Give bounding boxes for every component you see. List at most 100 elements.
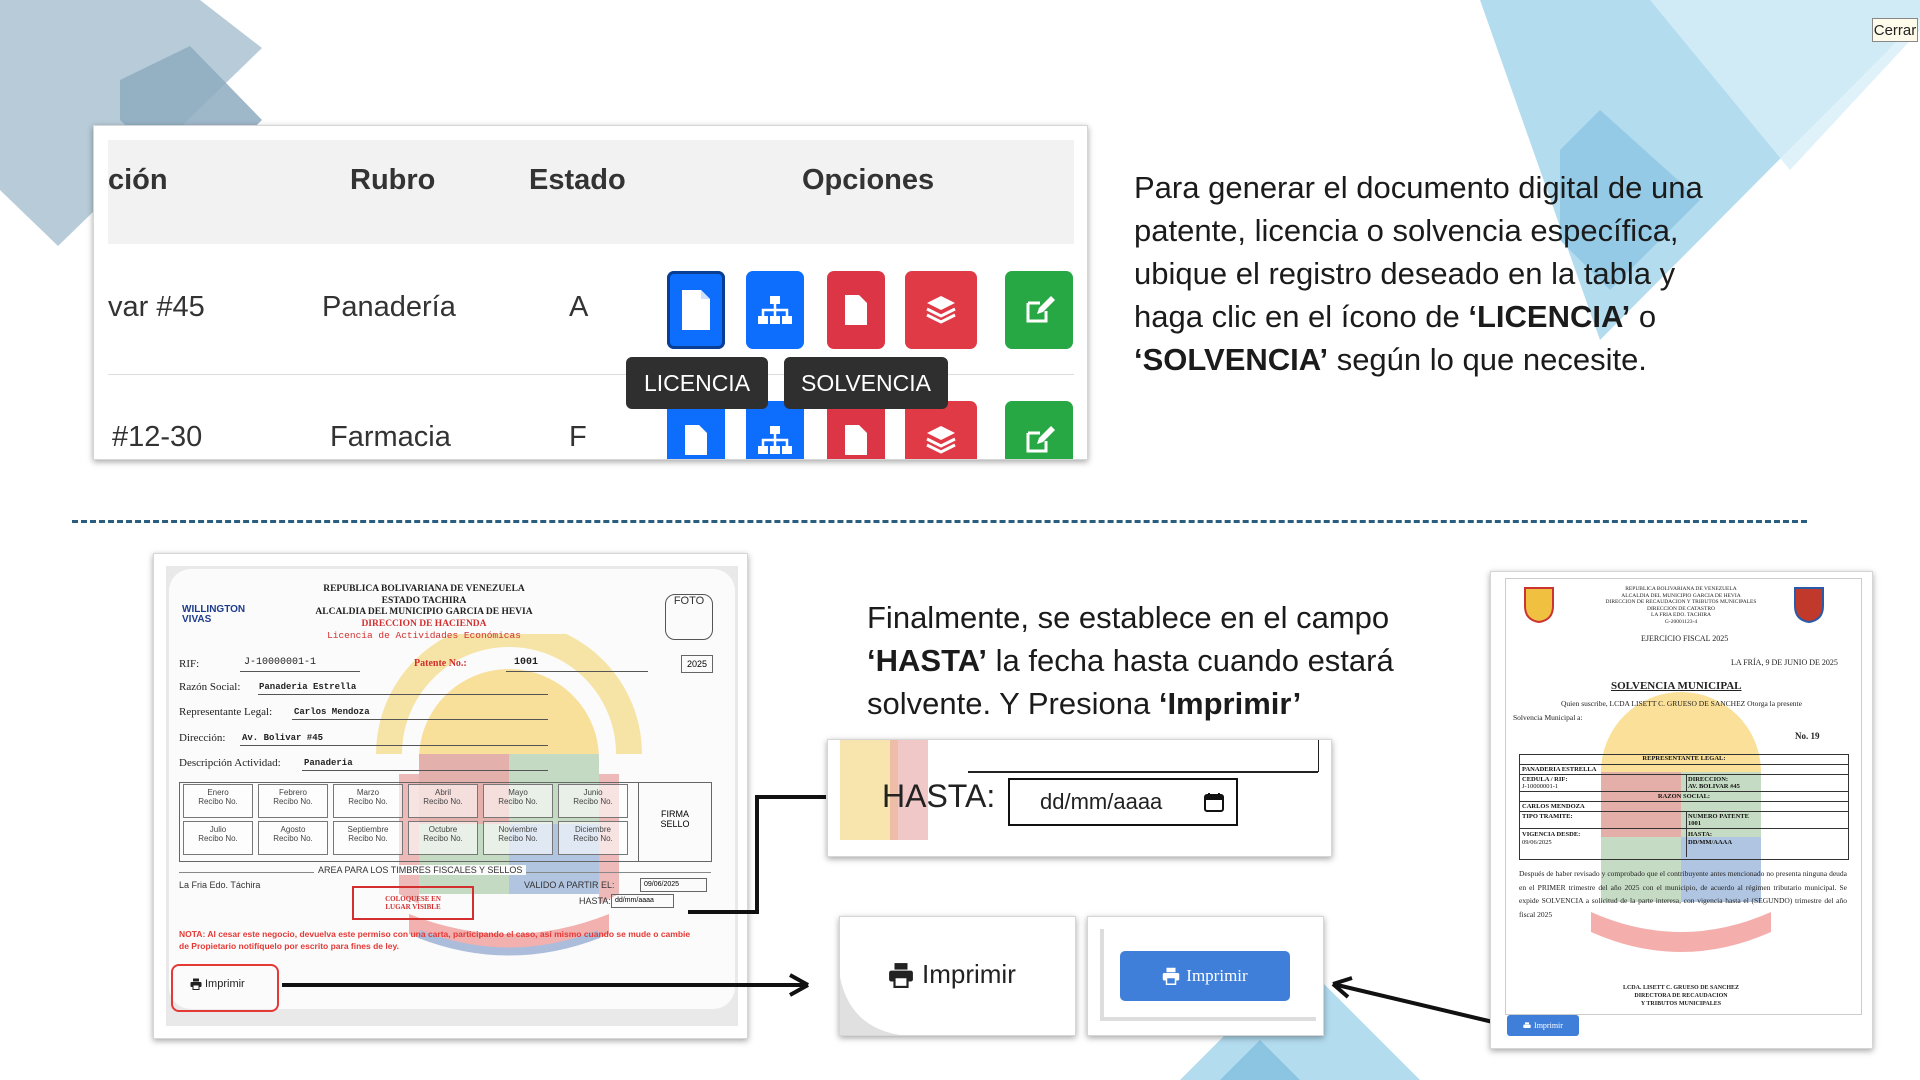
imprimir-button[interactable]: Imprimir	[1507, 1015, 1579, 1036]
file-icon	[845, 295, 867, 325]
edit-icon	[1026, 296, 1055, 323]
close-button[interactable]: Cerrar	[1872, 18, 1918, 42]
solvencia-button[interactable]	[746, 271, 804, 349]
header-line: REPUBLICA BOLIVARIANA DE VENEZUELA	[323, 584, 525, 594]
header-line: REPUBLICA BOLIVARIANA DE VENEZUELA	[1625, 586, 1737, 592]
cell-estado: F	[569, 421, 587, 453]
instruction-line: Finalmente, se establece en el campo	[867, 600, 1390, 635]
header-line: Licencia de Actividades Económicas	[327, 630, 521, 641]
valido-label: VALIDO A PARTIR EL:	[524, 880, 615, 890]
direccion-label: Dirección:	[179, 732, 226, 744]
signature-line: Y TRIBUTOS MUNICIPALES	[1640, 1001, 1722, 1007]
photo-label: FOTO	[673, 595, 705, 607]
column-header-estado: Estado	[529, 164, 626, 196]
field-underline	[506, 671, 648, 672]
recibo-label: Recibo No.	[498, 834, 538, 843]
direccion-value: Av. Bolivar #45	[242, 733, 324, 743]
month-label: Abril	[434, 788, 451, 797]
month-label: Septiembre	[347, 825, 389, 834]
imprimir-blue-screenshot: Imprimir	[1087, 916, 1324, 1036]
month-label: Marzo	[356, 788, 380, 797]
solvencia-button[interactable]	[746, 401, 804, 459]
solvency-header: REPUBLICA BOLIVARIANA DE VENEZUELA ALCAL…	[1581, 586, 1781, 625]
month-label: Noviembre	[498, 825, 538, 834]
table-line	[1520, 764, 1848, 765]
calendar-icon[interactable]	[1204, 792, 1224, 812]
file-icon	[845, 425, 867, 455]
signature-line: DIRECTORA DE RECAUDACION	[1634, 993, 1728, 999]
printer-icon	[190, 978, 202, 990]
solvency-paragraph: Después de haber revisado y comprobado q…	[1519, 869, 1847, 919]
coloquese-box: COLOQUESE EN LUGAR VISIBLE	[352, 886, 474, 920]
background-fragment	[840, 740, 898, 840]
month-label: Mayo	[508, 788, 528, 797]
printer-icon	[889, 962, 913, 988]
actividad-label: Descripción Actividad:	[179, 757, 281, 769]
hasta-label-zoom: HASTA:	[882, 778, 996, 814]
edit-button[interactable]	[1005, 271, 1073, 349]
table-line	[1520, 828, 1848, 829]
cedula-value: J-10000001-1	[1522, 783, 1559, 790]
hasta-field[interactable]: DD/MM/AAAA	[1688, 839, 1733, 846]
licencia-button[interactable]	[667, 401, 725, 459]
license-header: REPUBLICA BOLIVARIANA DE VENEZUELA ESTAD…	[274, 584, 574, 642]
imprimir-label: Imprimir	[205, 978, 245, 990]
recibo-label: Recibo No.	[423, 834, 463, 843]
instruction-bottom: Finalmente, se establece en el campo ‘HA…	[867, 596, 1507, 725]
field-underline	[240, 745, 548, 746]
logo-text: WILLINGTON VIVAS	[182, 604, 246, 625]
recibo-label: Recibo No.	[273, 797, 313, 806]
imprimir-blue-button[interactable]: Imprimir	[1120, 951, 1290, 1001]
direccion-value: AV. BOLIVAR #45	[1688, 783, 1740, 790]
recibo-label: Recibo No.	[198, 834, 238, 843]
recibo-label: Recibo No.	[273, 834, 313, 843]
column-header-rubro: Rubro	[350, 164, 436, 196]
pdf-button[interactable]	[827, 401, 885, 459]
imprimir-button[interactable]: Imprimir	[190, 978, 245, 990]
rif-value: J-10000001-1	[244, 657, 317, 668]
vigencia-value: 09/06/2025	[1522, 839, 1552, 846]
imprimir-label: Imprimir	[1534, 1021, 1563, 1030]
hasta-field[interactable]: dd/mm/aaaa	[611, 894, 674, 908]
year-box: 2025	[681, 655, 713, 673]
layers-button[interactable]	[905, 401, 977, 459]
solvency-sheet	[1505, 578, 1862, 1015]
instruction-line: solvente. Y Presiona ‘Imprimir’	[867, 686, 1302, 721]
header-line: DIRECCION DE HACIENDA	[361, 618, 487, 629]
layers-icon	[926, 296, 956, 324]
quien-suscribe: Quien suscribe, LCDA LISETT C. GRUESO DE…	[1561, 699, 1802, 708]
representante-value: Carlos Mendoza	[294, 707, 370, 717]
signature-line: LCDA. LISETT C. GRUESO DE SANCHEZ	[1622, 985, 1740, 991]
valido-field[interactable]: 09/06/2025	[640, 878, 707, 892]
instruction-line: haga clic en el ícono de ‘LICENCIA’ o	[1134, 299, 1657, 334]
border-fragment	[1318, 740, 1319, 772]
imprimir-button-zoom[interactable]: Imprimir	[888, 959, 1016, 990]
solvency-info-table: REPRESENTANTE LEGAL: PANADERIA ESTRELLA …	[1519, 754, 1849, 860]
licencia-button[interactable]	[667, 271, 725, 349]
hasta-date-input[interactable]: dd/mm/aaaa	[1008, 778, 1238, 826]
firma-label: FIRMA	[661, 809, 689, 819]
nota-text: NOTA: Al cesar este negocio, devuelva es…	[179, 929, 691, 951]
edit-button[interactable]	[1005, 401, 1073, 459]
empresa-value: PANADERIA ESTRELLA	[1522, 766, 1597, 773]
cell-direccion: var #45	[108, 291, 205, 323]
sitemap-icon	[758, 426, 792, 454]
solvency-date: LA FRÍA, 9 DE JUNIO DE 2025	[1731, 658, 1838, 667]
column-header-opciones: Opciones	[802, 164, 935, 196]
pdf-button[interactable]	[827, 271, 885, 349]
section-divider	[72, 520, 1807, 523]
sello-label: SELLO	[660, 819, 690, 829]
layers-button[interactable]	[905, 271, 977, 349]
direccion-label: DIRECCION:	[1688, 776, 1729, 783]
representante-label: Representante Legal:	[179, 706, 273, 718]
field-underline	[240, 671, 360, 672]
month-label: Enero	[207, 788, 229, 797]
hasta-zoom-screenshot: HASTA: dd/mm/aaaa	[827, 739, 1332, 857]
